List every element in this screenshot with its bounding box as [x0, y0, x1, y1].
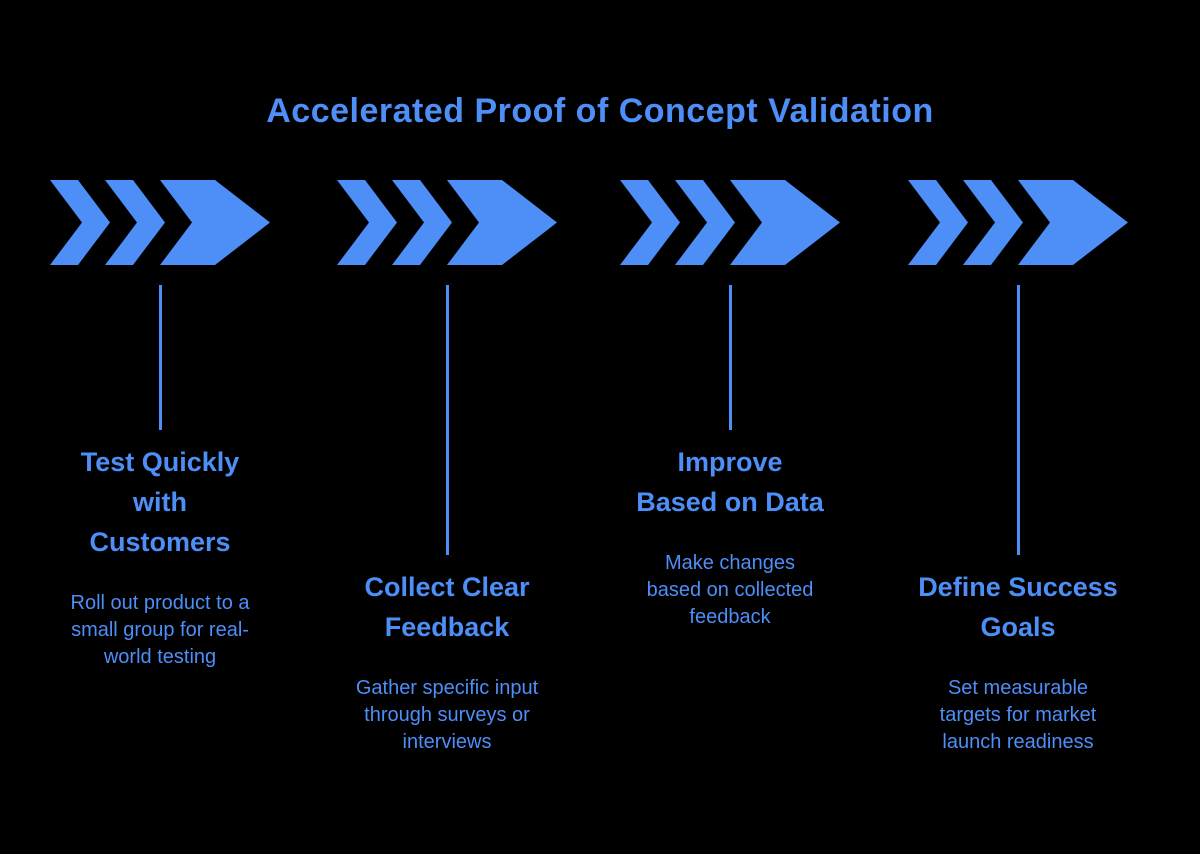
step-column-2: Collect Clear Feedback Gather specific i…	[297, 180, 597, 756]
step-column-4: Define Success Goals Set measurable targ…	[868, 180, 1168, 756]
step-title: Collect Clear Feedback	[364, 572, 530, 642]
big-arrow-icon	[447, 180, 557, 265]
big-arrow-icon	[1018, 180, 1128, 265]
chevron-1-icon	[620, 180, 680, 265]
step-description: Make changes based on collected feedback	[646, 552, 814, 628]
chevron-1-icon	[908, 180, 968, 265]
chevron-arrows-icon	[908, 180, 1128, 265]
chevron-1-icon	[337, 180, 397, 265]
chevron-2-icon	[675, 180, 735, 265]
chevron-arrows-icon	[337, 180, 557, 265]
chevron-2-icon	[392, 180, 452, 265]
chevron-2-icon	[105, 180, 165, 265]
step-title: Test Quickly with Customers	[80, 447, 240, 557]
step-column-3: Improve Based on Data Make changes based…	[580, 180, 880, 631]
big-arrow-icon	[160, 180, 270, 265]
connector-line	[445, 285, 449, 555]
step-column-1: Test Quickly with Customers Roll out pro…	[10, 180, 310, 671]
chevron-arrows-icon	[620, 180, 840, 265]
chevron-arrows-icon	[50, 180, 270, 265]
chevron-2-icon	[963, 180, 1023, 265]
step-title: Improve Based on Data	[636, 447, 824, 517]
connector-line	[158, 285, 162, 430]
step-description: Gather specific input through surveys or…	[355, 677, 539, 753]
connector-line	[1016, 285, 1020, 555]
chevron-1-icon	[50, 180, 110, 265]
step-description: Set measurable targets for market launch…	[939, 677, 1097, 753]
step-description: Roll out product to a small group for re…	[70, 592, 250, 668]
big-arrow-icon	[730, 180, 840, 265]
diagram-title: Accelerated Proof of Concept Validation	[266, 92, 934, 130]
connector-line	[728, 285, 732, 430]
step-title: Define Success Goals	[918, 572, 1118, 642]
